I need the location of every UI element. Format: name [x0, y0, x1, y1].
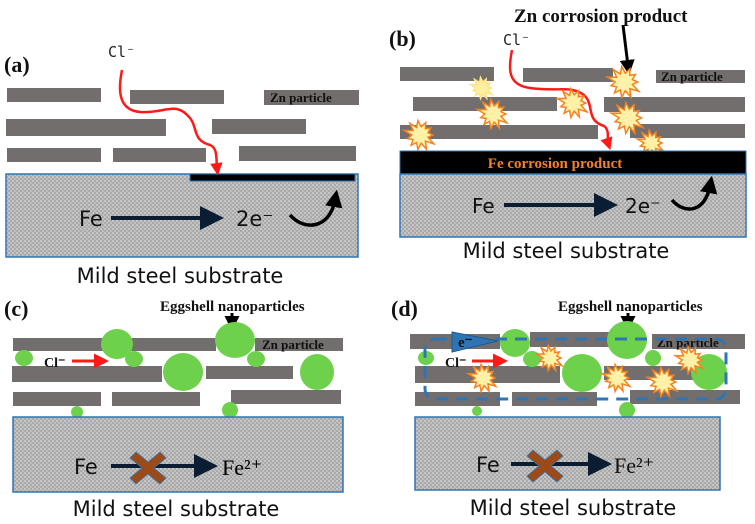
curved-arrow-icon	[288, 189, 343, 227]
mild-steel-substrate	[12, 416, 344, 493]
chloride-label: Cl⁻	[503, 31, 530, 49]
panel-label: (a)	[4, 52, 30, 77]
reaction-right: 2e⁻	[625, 194, 661, 218]
substrate-label: Mild steel substrate	[463, 239, 670, 263]
eggshell-label: Eggshell nanoparticles	[160, 299, 305, 315]
zn-particles	[400, 67, 745, 139]
zn-particles	[6, 88, 359, 162]
reaction-left: Fe	[476, 453, 500, 477]
mild-steel-substrate	[414, 416, 721, 491]
zn-corrosion-products	[401, 64, 666, 158]
fe-corrosion-layer	[189, 173, 356, 182]
chloride-label: Cl⁻	[44, 356, 65, 371]
electron-label: e⁻	[458, 335, 473, 351]
chloride-label: Cl⁻	[108, 43, 135, 61]
reaction-right: 2e⁻	[236, 207, 273, 231]
starburst-icon	[599, 362, 633, 394]
panel-label: (d)	[391, 296, 418, 321]
reaction-right: Fe²⁺	[222, 455, 262, 480]
starburst-icon	[672, 344, 706, 376]
zn-particles	[12, 338, 343, 406]
substrate-label: Mild steel substrate	[470, 496, 677, 520]
zn-corrosion-label: Zn corrosion product	[514, 6, 688, 27]
panel-b: (b) Zn corrosion product Cl⁻ Zn particle…	[389, 6, 747, 263]
starburst-icon	[554, 86, 590, 120]
fe-corrosion-label: Fe corrosion product	[488, 156, 622, 172]
reaction-left: Fe	[472, 194, 495, 218]
zn-corrosion-products	[465, 343, 706, 399]
panel-d: (d) Eggshell nanoparticles Zn particle e…	[391, 296, 745, 520]
substrate-label: Mild steel substrate	[73, 497, 280, 521]
starburst-icon	[401, 118, 437, 152]
eggshell-nanoparticles	[15, 322, 334, 418]
panel-c: (c) Eggshell nanoparticles Zn particle C…	[4, 296, 344, 521]
starburst-icon	[474, 97, 510, 131]
electron-path-loop	[423, 337, 728, 401]
panel-a: (a) Cl⁻ Zn particle Fe 2e⁻ Mild steel su…	[4, 43, 359, 288]
x-mark-icon	[526, 449, 564, 483]
starburst-icon	[604, 64, 642, 100]
reaction-left: Fe	[74, 455, 98, 479]
zn-particle-label: Zn particle	[270, 90, 332, 105]
panel-label: (b)	[389, 26, 416, 51]
chloride-label: Cl⁻	[445, 356, 466, 371]
panel-label: (c)	[4, 296, 28, 321]
starburst-icon	[644, 365, 680, 399]
substrate-label: Mild steel substrate	[77, 264, 284, 288]
chloride-path-arrow	[118, 69, 223, 176]
starburst-icon	[533, 343, 565, 373]
mild-steel-substrate	[5, 173, 359, 258]
starburst-icon	[465, 362, 499, 394]
zn-particle-label: Zn particle	[262, 337, 324, 352]
starburst-icon	[608, 100, 646, 136]
reaction-left: Fe	[79, 207, 103, 231]
electron-arrow	[451, 331, 499, 353]
reaction-right: Fe²⁺	[614, 453, 654, 478]
pointer-arrow	[619, 24, 635, 75]
chloride-path-arrow	[508, 49, 613, 151]
eggshell-label: Eggshell nanoparticles	[558, 299, 703, 315]
curved-arrow-icon	[670, 175, 718, 211]
starburst-icon	[467, 75, 495, 101]
x-mark-icon	[129, 451, 167, 485]
zn-particle-label: Zn particle	[661, 69, 723, 84]
